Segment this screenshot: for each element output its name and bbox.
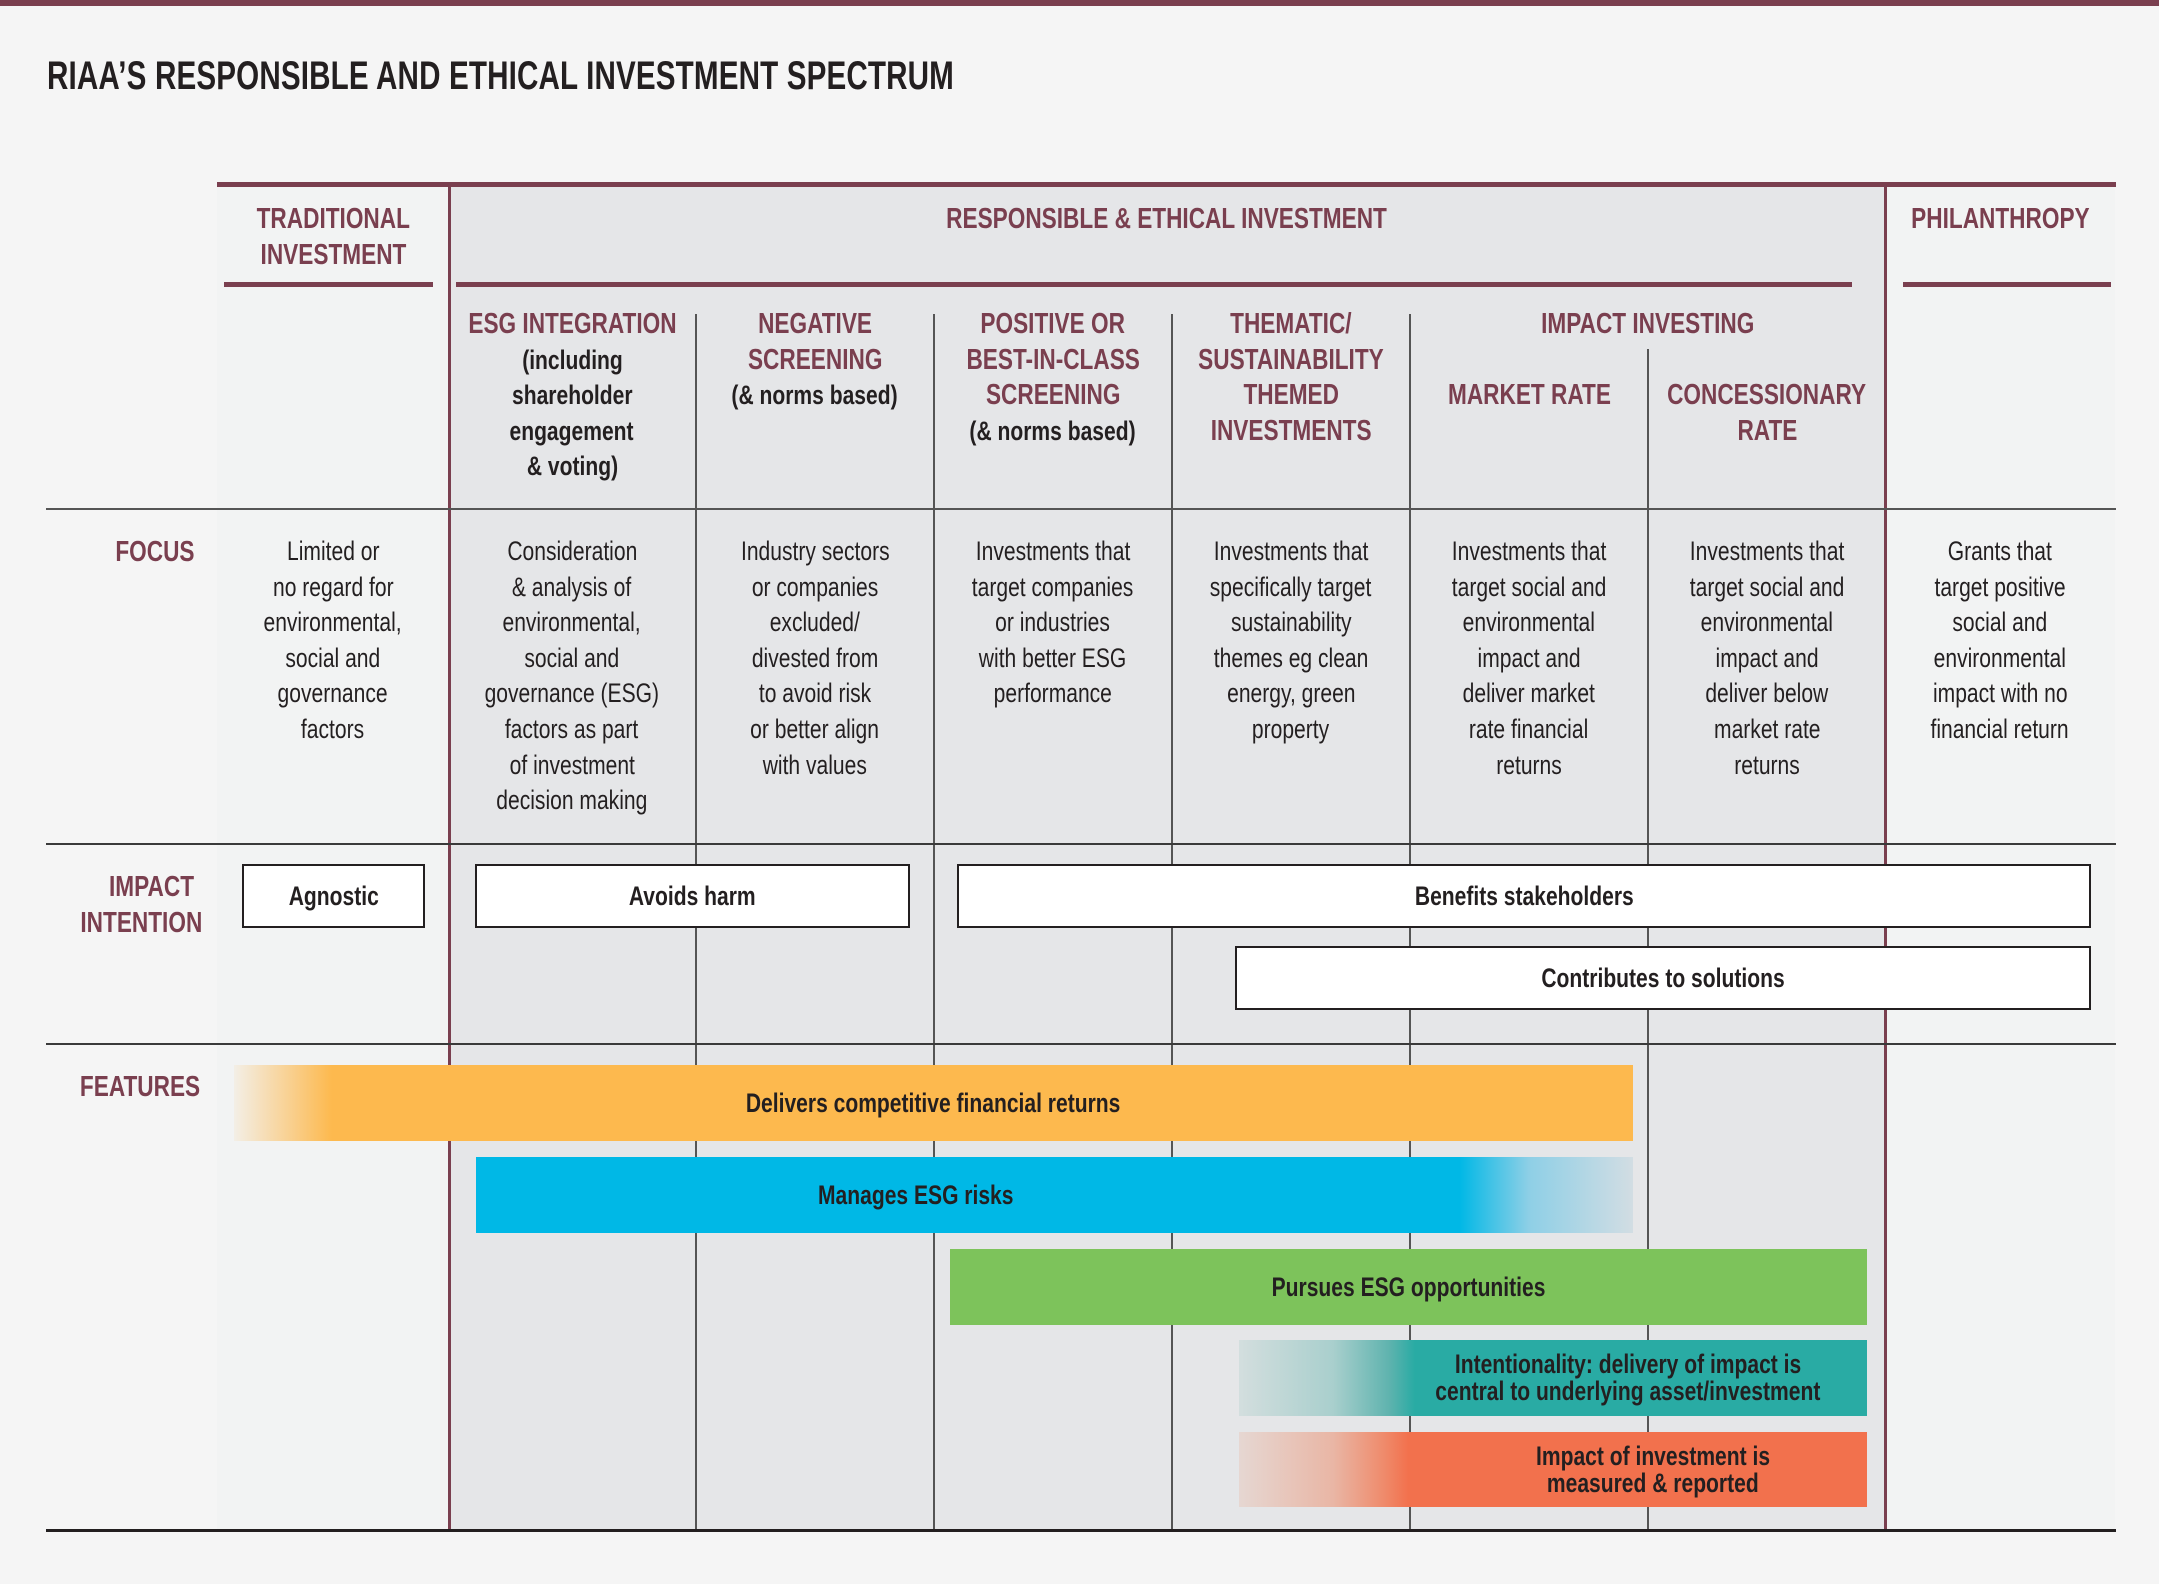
impact-box-avoids-harm: Avoids harm [475,864,910,928]
philanthropy-underline [1903,282,2111,287]
feature-bar-impact-measured: Impact of investment is measured & repor… [1239,1432,1867,1507]
column-header-market-rate: MARKET RATE [1447,379,1611,411]
traditional-underline [224,282,433,287]
focus-cell-thematic: Investments that specifically target sus… [1210,536,1372,744]
row-divider-features [46,1043,2116,1045]
impact-box-contributes-to-solutions: Contributes to solutions [1235,946,2091,1010]
focus-cell-philanthropy: Grants that target positive social and e… [1930,536,2070,744]
column-divider [933,314,935,1530]
row-label-focus: FOCUS [114,536,194,568]
column-header-negative-screening: NEGATIVE SCREENING (& norms based) [731,308,899,410]
table-top-rule [217,182,2116,187]
responsible-left-divider [448,184,451,1530]
focus-cell-positive-screening: Investments that target companies or ind… [972,536,1134,709]
row-divider-focus [46,508,2116,510]
impact-box-benefits-stakeholders: Benefits stakeholders [957,864,2091,928]
row-label-impact-intention: IMPACT INTENTION [80,871,203,939]
group-header-philanthropy: PHILANTHROPY [1910,203,2090,235]
focus-cell-esg-integration: Consideration & analysis of environmenta… [484,536,660,816]
feature-bar-competitive-returns: Delivers competitive financial returns [234,1065,1633,1141]
feature-bar-manages-esg-risks: Manages ESG risks [476,1157,1633,1233]
impact-box-agnostic: Agnostic [242,864,425,928]
feature-bar-pursues-esg-opportunities: Pursues ESG opportunities [950,1249,1867,1325]
column-divider-impact-sub [1647,349,1649,1530]
focus-cell-traditional: Limited or no regard for environmental, … [263,536,403,744]
column-header-esg-integration: ESG INTEGRATION (including shareholder e… [467,308,677,481]
group-header-traditional: TRADITIONAL INVESTMENT [256,203,410,271]
column-header-positive-screening: POSITIVE OR BEST-IN-CLASS SCREENING (& n… [966,308,1140,446]
group-header-responsible: RESPONSIBLE & ETHICAL INVESTMENT [946,203,1388,235]
feature-bar-intentionality: Intentionality: delivery of impact is ce… [1239,1340,1867,1416]
focus-cell-concessionary-rate: Investments that target social and envir… [1689,536,1845,780]
responsible-underline [456,282,1852,287]
column-group-impact-investing: IMPACT INVESTING [1541,308,1755,340]
column-header-concessionary-rate: CONCESSIONARY RATE [1667,379,1867,447]
philanthropy-left-divider [1884,184,1887,1530]
traditional-column-bg [217,184,449,1530]
philanthropy-column-bg [1885,184,2115,1530]
focus-cell-market-rate: Investments that target social and envir… [1451,536,1607,780]
table-bottom-rule [46,1529,2116,1532]
row-divider-impact [46,843,2116,845]
focus-cell-negative-screening: Industry sectors or companies excluded/ … [740,536,890,780]
row-label-features: FEATURES [79,1071,201,1103]
top-accent-bar [0,0,2159,6]
column-header-thematic: THEMATIC/ SUSTAINABILITY THEMED INVESTME… [1198,308,1384,447]
page-title: RIAA’S RESPONSIBLE AND ETHICAL INVESTMEN… [47,54,954,98]
